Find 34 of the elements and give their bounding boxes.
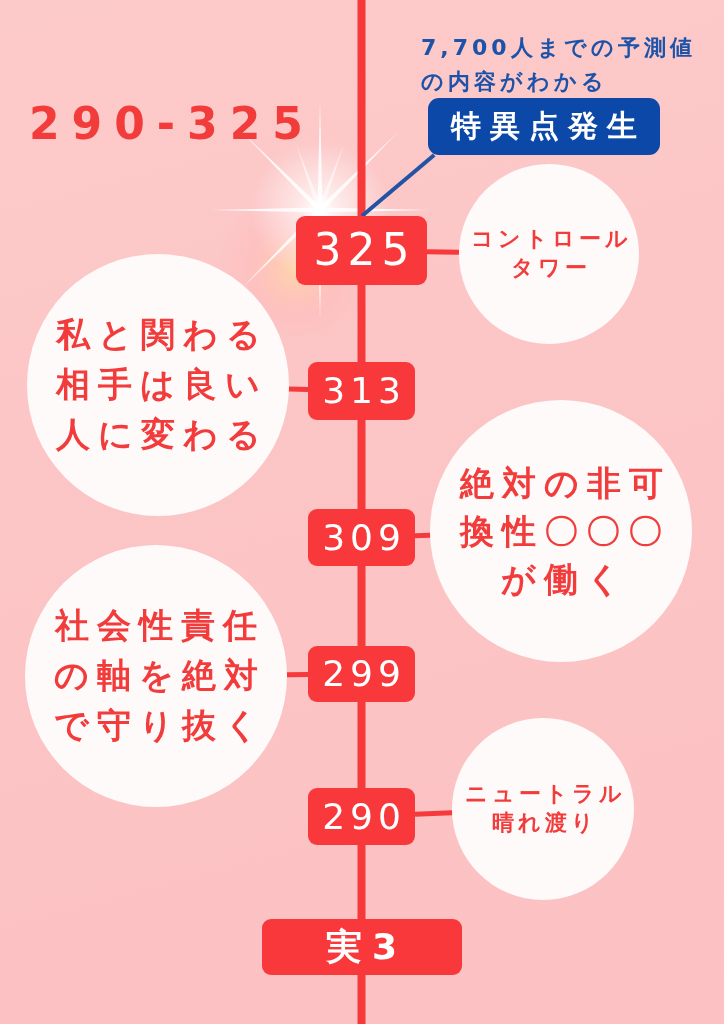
timeline-marker [296, 216, 427, 285]
connector-line [357, 420, 366, 509]
marker-number: 309 [321, 516, 406, 559]
connector-line [357, 845, 366, 919]
timeline-marker [308, 788, 415, 845]
bubble-text: 私と関わる相手は良い人に変わる [54, 313, 270, 456]
bubble-text: 絶対の非可換性〇〇〇が働く [458, 461, 672, 602]
callout-box [428, 98, 660, 155]
connector-line [360, 153, 436, 218]
connector-line [357, 702, 366, 788]
timeline-marker [308, 362, 415, 420]
connector-line [357, 566, 366, 646]
marker-number: 313 [321, 370, 406, 412]
connector-line [426, 249, 460, 255]
bubble-text: ニュートラル晴れ渡り [463, 780, 627, 837]
connector-line [287, 672, 309, 678]
connector-line [357, 285, 366, 362]
caption-text: 7,700人までの予測値の内容がわかる [421, 34, 697, 96]
connector-line [288, 386, 309, 392]
marker-number: 290 [321, 795, 406, 838]
connector-line [414, 810, 453, 817]
connector-line [357, 0, 366, 216]
timeline-marker [308, 509, 415, 566]
marker-number: 実3 [324, 926, 408, 968]
connector-line [414, 532, 431, 539]
timeline-marker [308, 646, 415, 702]
marker-number: 299 [321, 653, 406, 695]
marker-number: 325 [312, 225, 416, 276]
timeline-marker [261, 919, 462, 975]
bubble-text: 社会性責任の軸を絶対で守り抜く [52, 604, 268, 747]
connector-line [357, 975, 366, 1024]
callout-text: 特異点発生 [449, 109, 646, 144]
title-text: 290-325 [29, 98, 315, 149]
bubble-text: コントロールタワー [469, 225, 633, 282]
